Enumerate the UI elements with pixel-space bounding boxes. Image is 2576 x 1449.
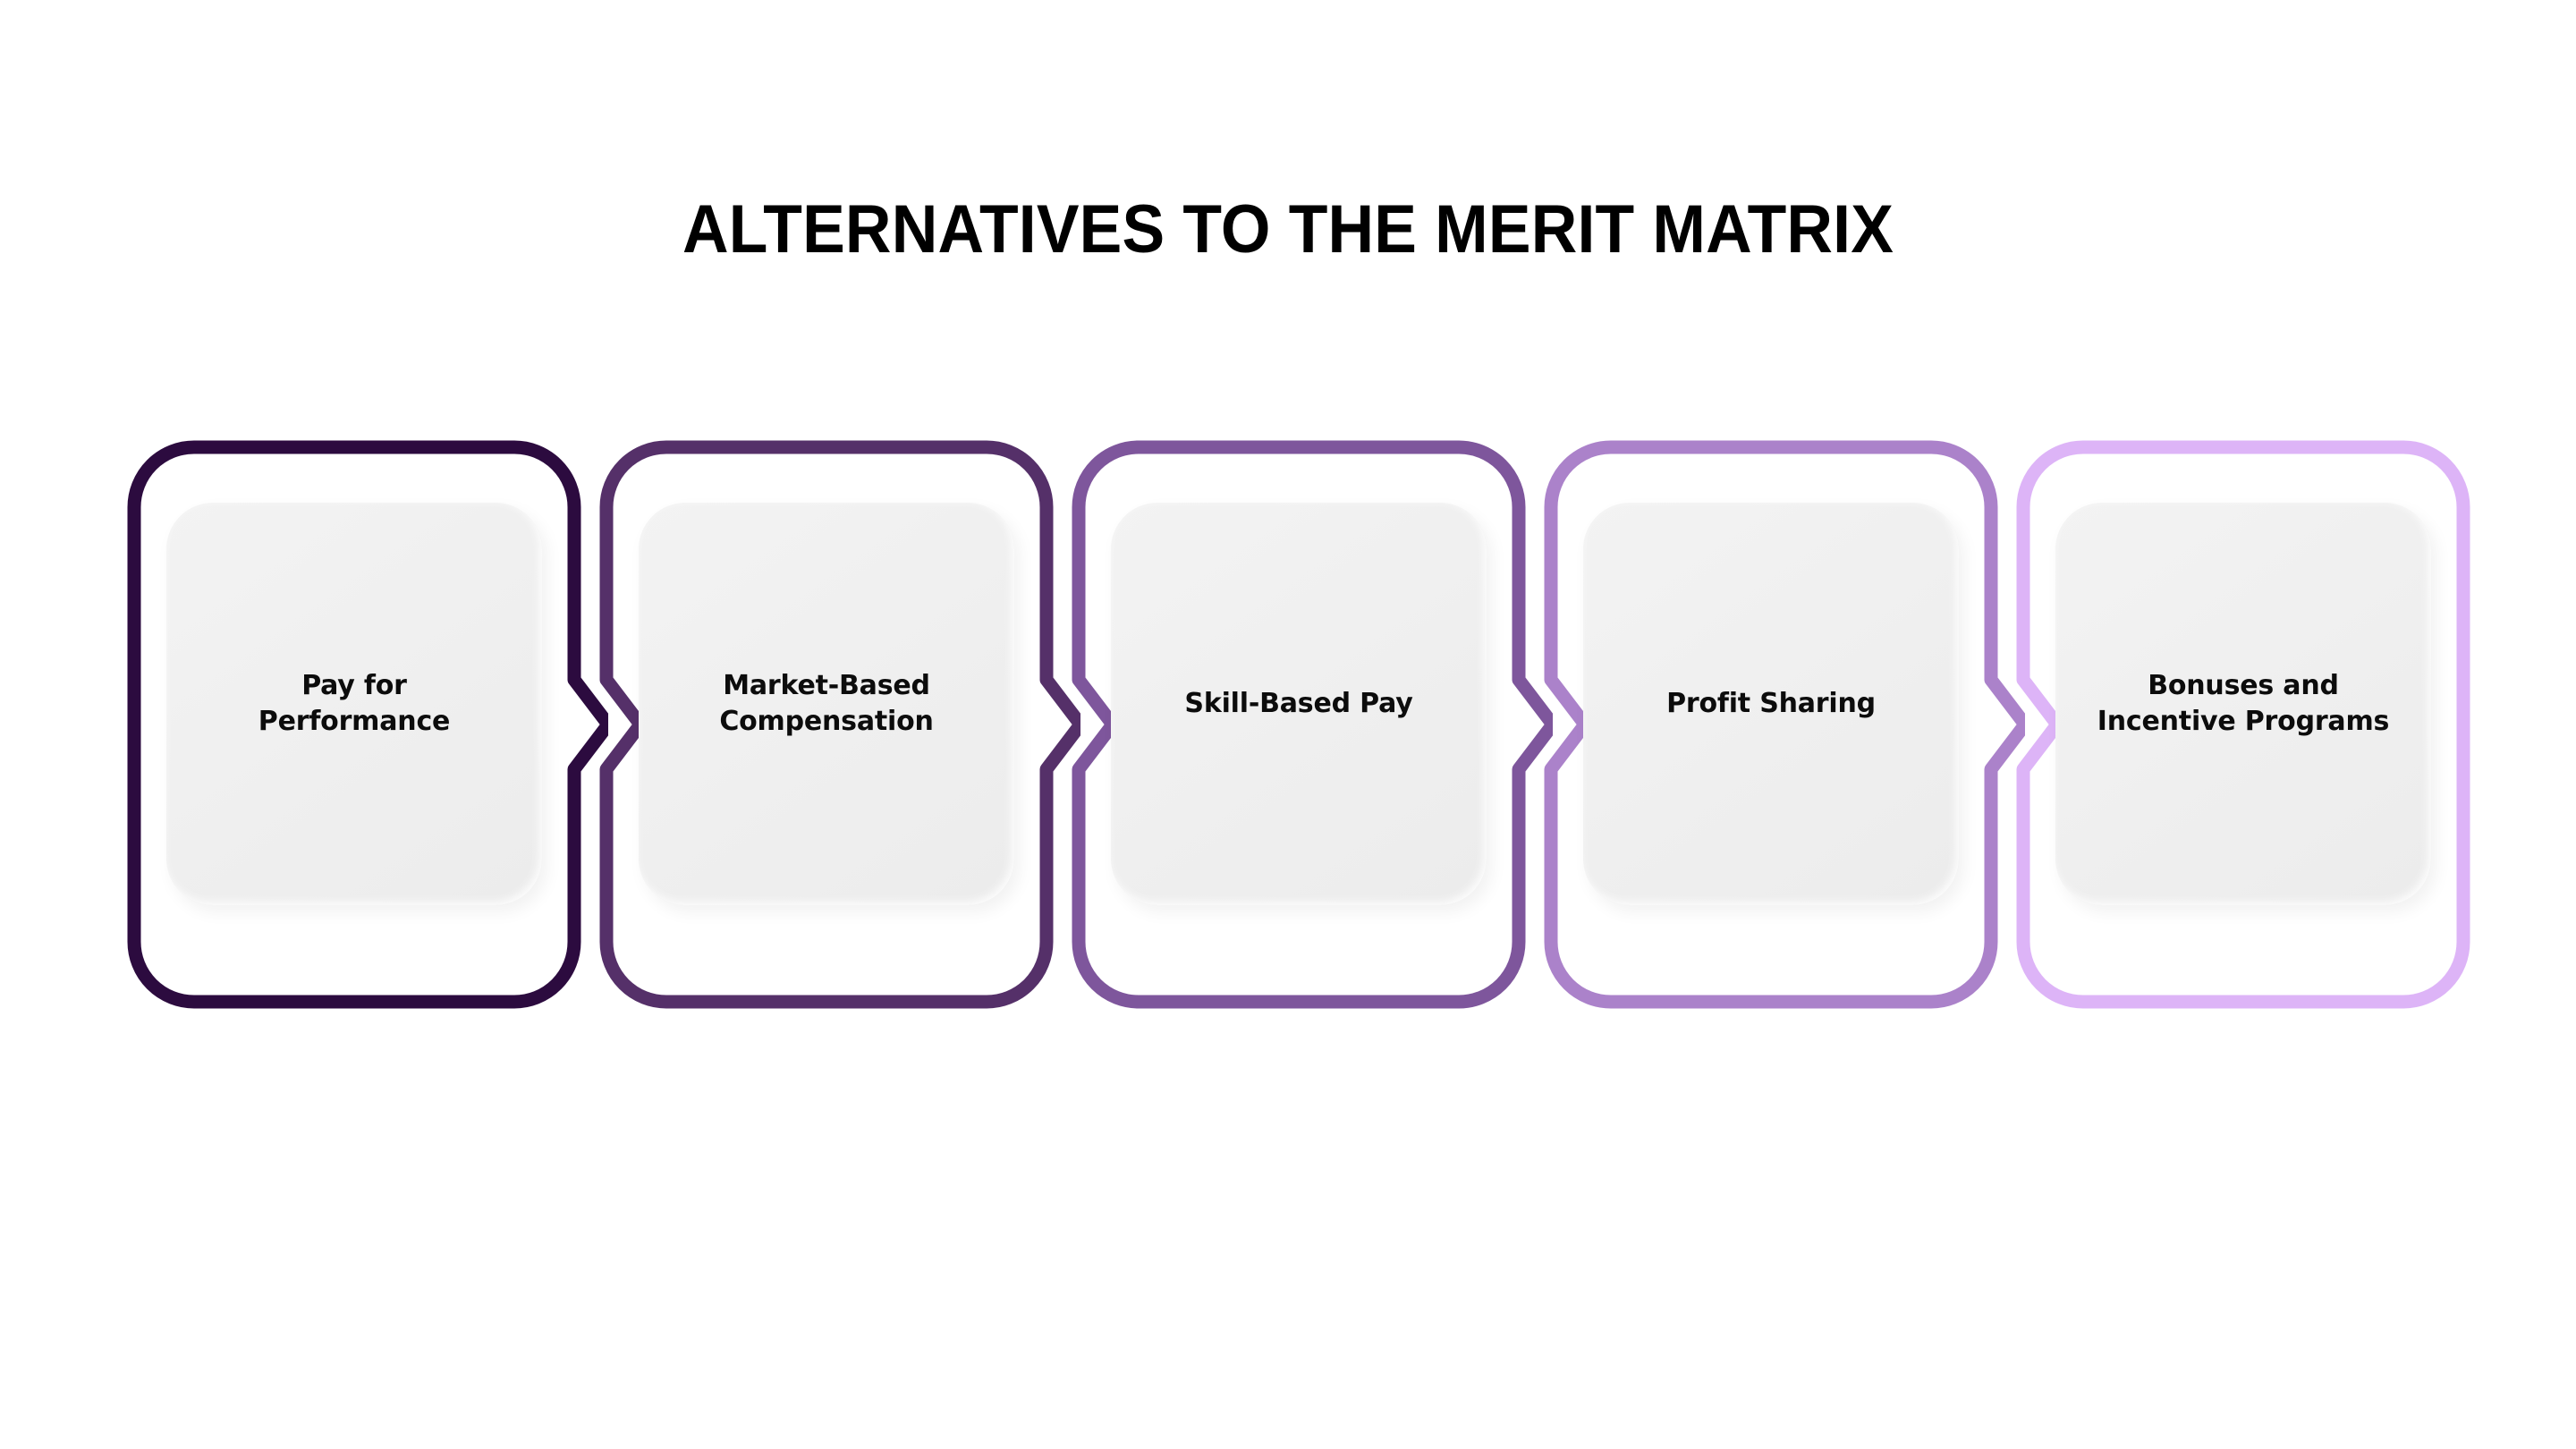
flow-step-1[interactable]: Pay for Performance [107, 420, 608, 1029]
flow-step-5-panel [2055, 503, 2431, 905]
flow-step-5[interactable]: Bonuses and Incentive Programs [1996, 420, 2497, 1029]
process-flow-diagram: Pay for Performance Market-Based Compens… [0, 420, 2576, 1029]
flow-step-1-panel [166, 503, 542, 905]
flow-step-1-label: Pay for Performance [258, 670, 451, 737]
flow-step-2-panel [639, 503, 1014, 905]
page-title: ALTERNATIVES TO THE MERIT MATRIX [682, 191, 1894, 267]
flow-step-3-panel [1111, 503, 1487, 905]
flow-step-4[interactable]: Profit Sharing [1524, 420, 2025, 1029]
flow-step-4-label: Profit Sharing [1666, 688, 1876, 720]
flow-step-3-label: Skill-Based Pay [1184, 688, 1413, 720]
flow-step-5-label: Bonuses and Incentive Programs [2097, 670, 2390, 737]
flow-step-2-label: Market-Based Compensation [719, 670, 934, 737]
flow-step-4-panel [1583, 503, 1959, 905]
flow-step-3[interactable]: Skill-Based Pay [1052, 420, 1553, 1029]
flow-step-2[interactable]: Market-Based Compensation [580, 420, 1080, 1029]
